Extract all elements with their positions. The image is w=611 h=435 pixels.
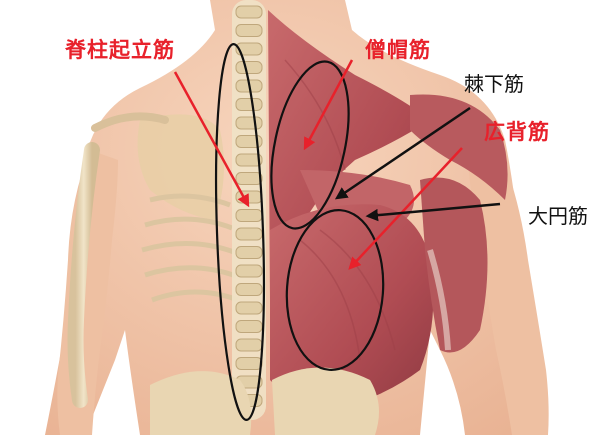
latissimus-dorsi-label: 広背筋 xyxy=(484,122,550,143)
vertebra xyxy=(236,228,262,240)
vertebra xyxy=(236,6,262,18)
vertebra xyxy=(236,284,262,296)
trapezius-label: 僧帽筋 xyxy=(365,40,431,61)
infraspinatus-label: 棘下筋 xyxy=(464,74,524,94)
vertebra xyxy=(236,358,262,370)
vertebra xyxy=(236,247,262,259)
vertebra xyxy=(236,117,262,129)
vertebra xyxy=(236,99,262,111)
vertebra xyxy=(236,265,262,277)
vertebra xyxy=(236,302,262,314)
vertebra xyxy=(236,173,262,185)
vertebra xyxy=(236,210,262,222)
vertebra xyxy=(236,62,262,74)
teres-major-label: 大円筋 xyxy=(528,206,588,226)
vertebra xyxy=(236,339,262,351)
erector-spinae-label: 脊柱起立筋 xyxy=(65,40,175,61)
vertebra xyxy=(236,321,262,333)
vertebra xyxy=(236,25,262,37)
